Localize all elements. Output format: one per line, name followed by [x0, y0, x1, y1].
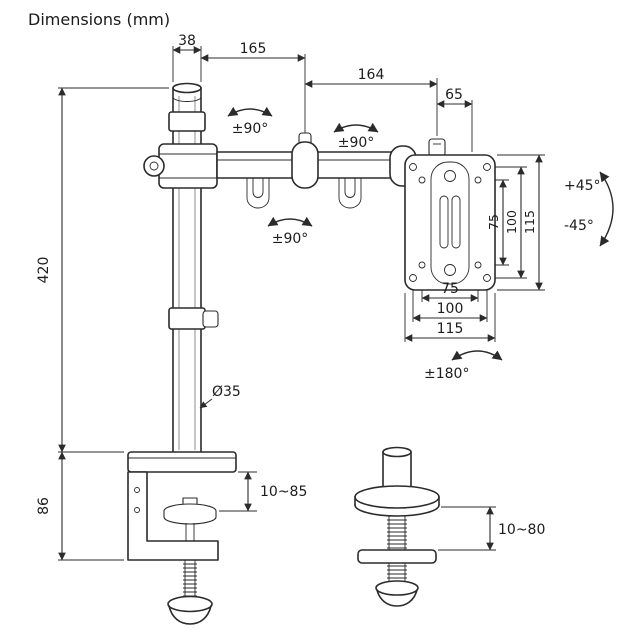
tilt-up-label: +45° — [564, 178, 601, 194]
vesa-slot-right — [451, 195, 461, 249]
grommet-rod-threads-lower — [387, 565, 407, 583]
dim-label-420: 420 — [36, 257, 52, 284]
pole-diameter-label: Ø35 — [212, 384, 241, 400]
vesa-right-115-label: 115 — [522, 210, 537, 234]
tilt-down-label: -45° — [564, 218, 594, 234]
desk-clamp — [127, 451, 237, 625]
arm-rotation-arrow-icon — [333, 122, 379, 133]
vesa-bottom-75-label: 75 — [441, 281, 459, 297]
pole — [168, 82, 219, 453]
dimension-labels: 38 165 164 65 420 86 10~85 10~80 Ø35 75 … — [36, 33, 601, 538]
mid-joint — [291, 141, 319, 189]
grommet-wing-nut — [376, 589, 418, 607]
vesa-slot-left — [439, 195, 449, 249]
grommet-bracket — [357, 549, 437, 564]
grommet-range-label: 10~80 — [498, 522, 545, 538]
dim-label-164: 164 — [358, 67, 385, 83]
vesa-right-75-label: 75 — [486, 214, 501, 230]
dim-label-38: 38 — [178, 33, 196, 49]
grommet-base — [354, 485, 440, 509]
cable-clip-pole — [202, 310, 219, 328]
vesa-bottom-115-label: 115 — [437, 321, 464, 337]
head-rotation-label: ±180° — [424, 366, 469, 382]
dim-label-86: 86 — [36, 497, 52, 515]
swivel-arrow-icon — [451, 350, 503, 361]
dimension-lines — [58, 46, 543, 561]
cable-clip-arm-2 — [338, 178, 362, 209]
clamp-range-label: 10~85 — [260, 484, 307, 500]
rotation-arrows — [227, 106, 614, 361]
tilt-arrow-icon — [599, 171, 614, 247]
diameter-leader — [199, 398, 213, 409]
pole-swivel-label: ±90° — [232, 121, 269, 137]
clamp-pad — [163, 503, 217, 525]
dim-label-165: 165 — [240, 41, 267, 57]
vesa-right-100-label: 100 — [504, 210, 519, 234]
grommet-mount — [354, 446, 440, 607]
arm-swivel-label: ±90° — [338, 135, 375, 151]
vesa-bottom-100-label: 100 — [437, 301, 464, 317]
dim-label-65: 65 — [445, 87, 463, 103]
vesa-plate — [404, 138, 496, 291]
joint-swivel-label: ±90° — [272, 231, 309, 247]
pole-rotation-arrow-icon — [227, 106, 273, 117]
clamp-knob — [168, 605, 212, 625]
page-title: Dimensions (mm) — [28, 10, 171, 29]
joint-rotation-arrow-icon — [267, 216, 313, 227]
support-arm — [143, 132, 417, 209]
tension-knob — [143, 155, 165, 177]
cable-clip-arm-1 — [246, 178, 270, 209]
grommet-rod-threads-upper — [387, 519, 407, 549]
